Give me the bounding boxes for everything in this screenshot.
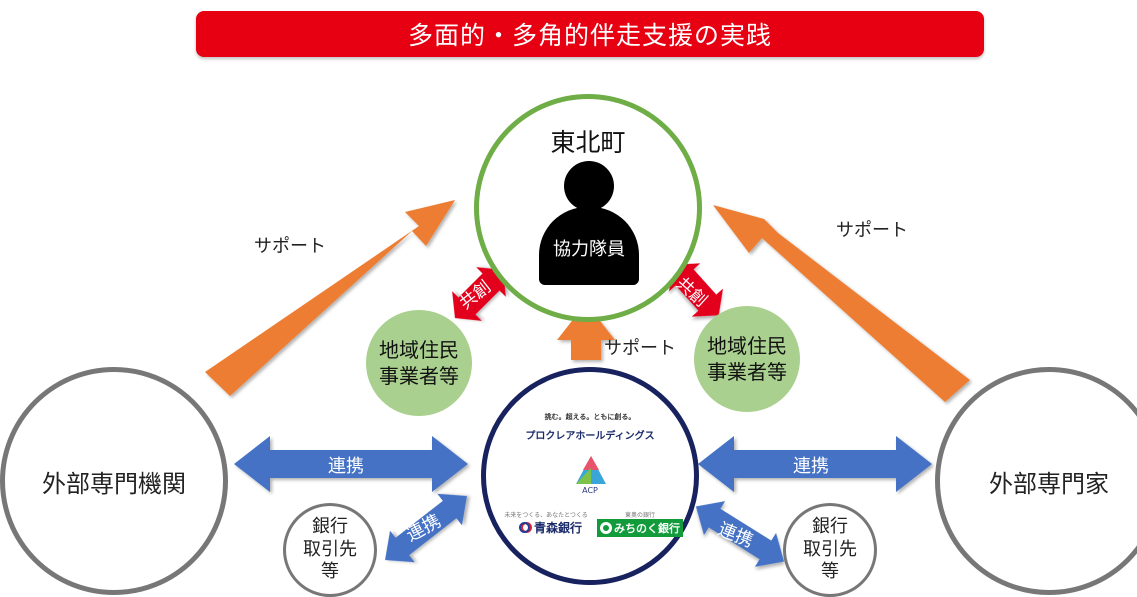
bank-partners-node-left: 銀行 取引先 等 xyxy=(283,503,377,597)
acp-label: ACP xyxy=(582,486,598,495)
michinoku-bank-logo: 東奥の銀行 みちのく銀行 xyxy=(592,510,688,538)
external-expert-node: 外部専門家 xyxy=(935,367,1137,595)
external-expert-label: 外部専門家 xyxy=(989,469,1109,498)
support-arrow-center xyxy=(557,303,615,360)
residents-label-right: 地域住民 事業者等 xyxy=(707,334,787,384)
hub-company-logo: プロクレアホールディングス xyxy=(525,431,655,442)
title-banner: 多面的・多角的伴走支援の実践 xyxy=(196,11,984,57)
michinoku-bank-tagline: 東奥の銀行 xyxy=(624,512,655,519)
support-label-left: サポート xyxy=(254,236,326,257)
link-arrow-right xyxy=(698,436,932,492)
michinoku-bank-name: みちのく銀行 xyxy=(614,522,680,535)
aomori-bank-tagline: 未来をつくる、あなたとつくる xyxy=(504,512,588,519)
bank-partners-node-right: 銀行 取引先 等 xyxy=(783,503,877,597)
link-arrow-bank-right xyxy=(695,501,785,567)
town-name: 東北町 xyxy=(550,128,626,157)
link-arrow-bank-left xyxy=(385,493,467,563)
aomori-bank-logo: 未来をつくる、あなたとつくる 青森銀行 xyxy=(502,510,590,536)
member-label: 協力隊員 xyxy=(553,239,625,260)
support-label-center: サポート xyxy=(604,338,676,359)
support-arrow-left xyxy=(205,200,455,396)
bank-partners-label-right: 銀行 取引先 等 xyxy=(803,516,857,583)
support-label-right: サポート xyxy=(836,220,908,241)
person-icon: 協力隊員 xyxy=(539,161,639,285)
cocreate-arrow-right xyxy=(669,263,723,317)
external-organization-label: 外部専門機関 xyxy=(42,469,186,498)
bank-partners-label-left: 銀行 取引先 等 xyxy=(303,516,357,583)
aomori-bank-mark-icon xyxy=(510,522,532,533)
external-organization-node: 外部専門機関 xyxy=(0,367,228,595)
residents-node-left: 地域住民 事業者等 xyxy=(366,310,472,416)
support-arrow-right xyxy=(713,205,970,402)
cocreate-arrow-left xyxy=(452,267,506,321)
hub-slogan: 挑む。超える。ともに創る。 xyxy=(544,413,636,421)
town-node: 東北町 協力隊員 xyxy=(474,94,702,322)
hub-node: 挑む。超える。ともに創る。 プロクレアホールディングス ACP 未来をつくる、あ… xyxy=(481,367,699,585)
residents-label-left: 地域住民 事業者等 xyxy=(379,338,459,388)
michinoku-bank-mark-icon xyxy=(600,522,612,534)
aomori-bank-name: 青森銀行 xyxy=(533,521,582,535)
link-label-left: 連携 xyxy=(328,456,364,477)
link-label-right: 連携 xyxy=(793,456,829,477)
link-arrow-left xyxy=(234,436,468,492)
residents-node-right: 地域住民 事業者等 xyxy=(694,306,800,412)
acp-logo-icon xyxy=(576,456,606,484)
